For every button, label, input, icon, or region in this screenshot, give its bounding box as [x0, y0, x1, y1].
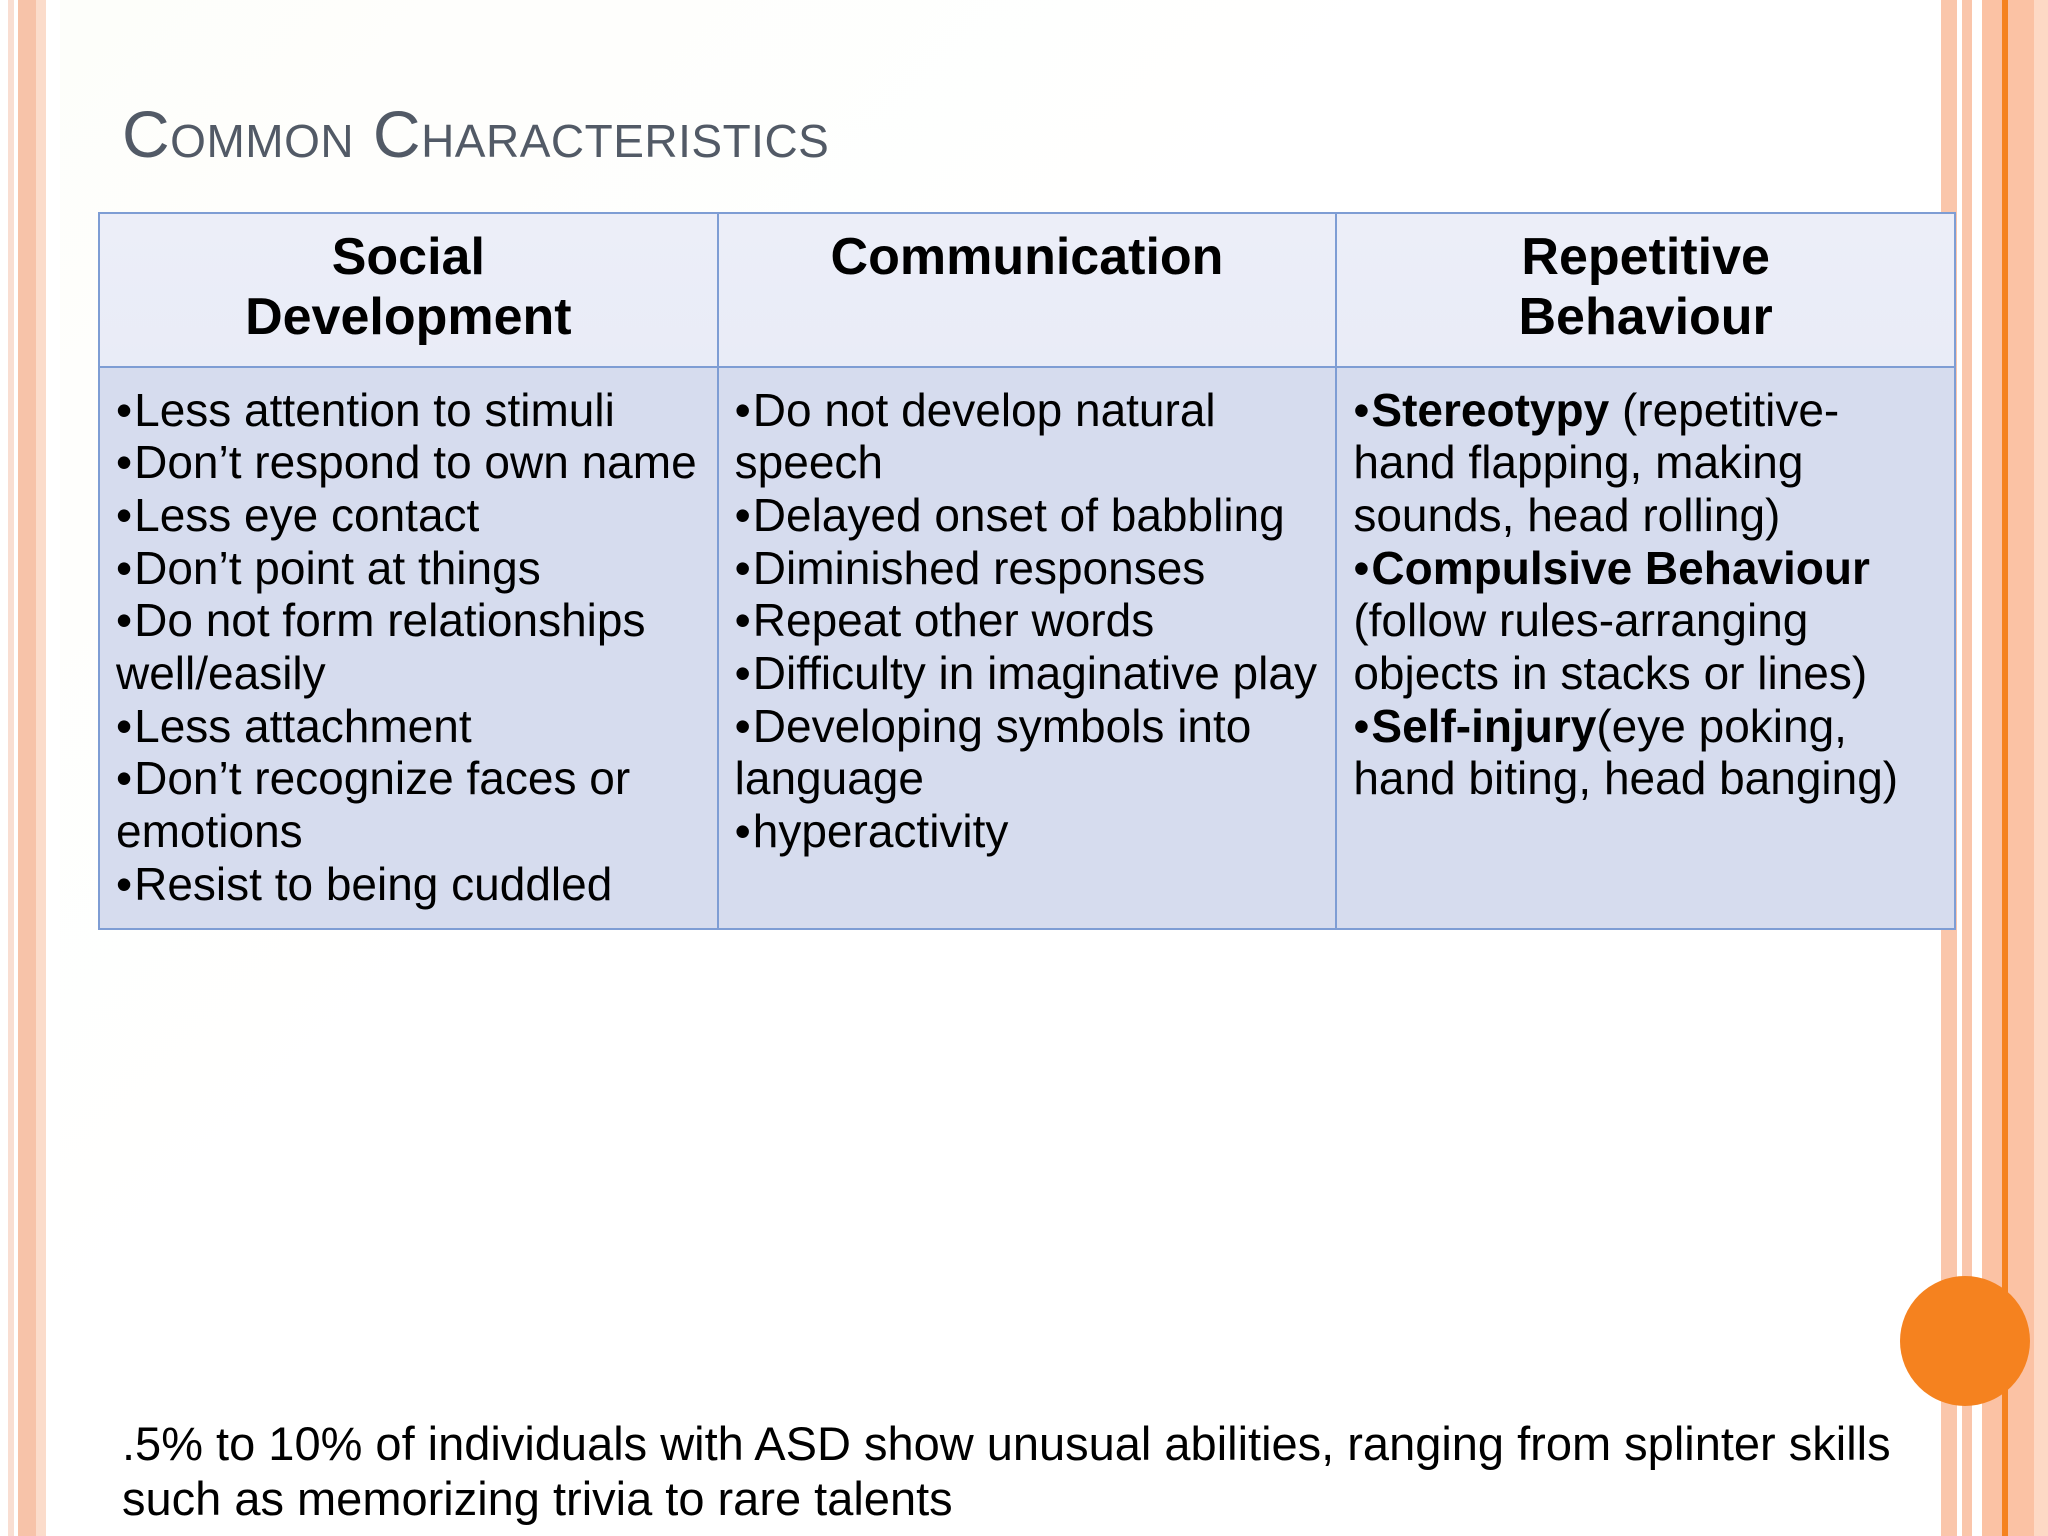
list-item: Compulsive Behaviour (follow rules-arran…	[1353, 542, 1940, 700]
list-item: Less attention to stimuli	[116, 384, 703, 437]
cell-social-development: Less attention to stimuliDon’t respond t…	[98, 365, 719, 931]
decorative-stripe-0	[0, 0, 8, 1536]
list-item-emphasis: Self-injury	[1371, 699, 1597, 752]
decorative-stripe-3	[18, 0, 36, 1536]
bullet-list-social-development: Less attention to stimuliDon’t respond t…	[116, 384, 703, 911]
column-header-social-development: Social Development	[98, 212, 719, 368]
list-item: Less attachment	[116, 700, 703, 753]
list-item: Resist to being cuddled	[116, 858, 703, 911]
cell-communication: Do not develop natural speechDelayed ons…	[716, 365, 1338, 931]
list-item: Don’t recognize faces or emotions	[116, 752, 703, 857]
list-item: Stereotypy (repetitive- hand flapping, m…	[1353, 384, 1940, 542]
decorative-stripe-5	[46, 0, 60, 1536]
list-item: Don’t point at things	[116, 542, 703, 595]
decorative-stripe-4	[36, 0, 46, 1536]
decorative-stripe-8	[2034, 0, 2048, 1536]
table-body-row: Less attention to stimuliDon’t respond t…	[98, 365, 1956, 931]
orange-circle-accent	[1900, 1276, 2030, 1406]
list-item: Repeat other words	[735, 594, 1322, 647]
page-title: Common Characteristics	[122, 97, 830, 172]
bullet-list-communication: Do not develop natural speechDelayed ons…	[735, 384, 1322, 858]
characteristics-table: Social Development Communication Repetit…	[98, 212, 1956, 931]
header-line-1: Communication	[830, 228, 1224, 286]
list-item-emphasis: Stereotypy	[1371, 383, 1610, 436]
column-header-communication: Communication	[716, 212, 1338, 368]
list-item: hyperactivity	[735, 805, 1322, 858]
list-item: Less eye contact	[116, 489, 703, 542]
list-item: Do not develop natural speech	[735, 384, 1322, 489]
decorative-stripe-2	[14, 0, 18, 1536]
list-item: Developing symbols into language	[735, 700, 1322, 805]
column-header-repetitive-behaviour: Repetitive Behaviour	[1335, 212, 1956, 368]
left-edge-decoration	[0, 0, 60, 1536]
footer-note: .5% to 10% of individuals with ASD show …	[122, 1417, 1891, 1526]
cell-repetitive-behaviour: Stereotypy (repetitive- hand flapping, m…	[1335, 365, 1956, 931]
list-item: Do not form relationships well/easily	[116, 594, 703, 699]
list-item: Diminished responses	[735, 542, 1322, 595]
table-header-row: Social Development Communication Repetit…	[98, 212, 1956, 368]
header-line-2: Development	[245, 287, 572, 346]
list-item: Self-injury(eye poking, hand biting, hea…	[1353, 700, 1940, 805]
list-item: Difficulty in imaginative play	[735, 647, 1322, 700]
list-item-emphasis: Compulsive Behaviour	[1371, 541, 1870, 594]
list-item: Delayed onset of babbling	[735, 489, 1322, 542]
header-line-2: Behaviour	[1518, 287, 1773, 346]
list-item: Don’t respond to own name	[116, 436, 703, 489]
decorative-stripe-1	[8, 0, 14, 1536]
header-line-1: Repetitive	[1521, 228, 1770, 286]
bullet-list-repetitive-behaviour: Stereotypy (repetitive- hand flapping, m…	[1353, 384, 1940, 805]
header-line-1: Social	[331, 228, 485, 286]
